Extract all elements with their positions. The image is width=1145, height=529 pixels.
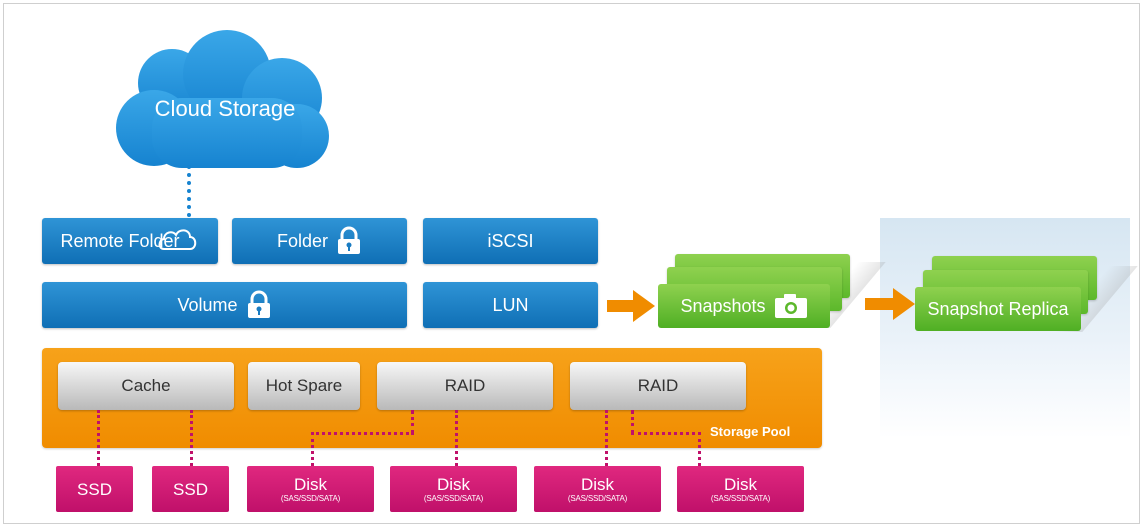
cloud-label: Cloud Storage <box>154 96 296 121</box>
lock-icon <box>338 226 361 254</box>
diagram-frame <box>3 3 1140 524</box>
ssd-label: SSD <box>77 479 112 499</box>
lun-box: LUN <box>423 282 598 328</box>
disk-sub-label: (SAS/SSD/SATA) <box>423 493 484 503</box>
disk-drive: Disk (SAS/SSD/SATA) <box>390 466 517 512</box>
ssd-label: SSD <box>173 479 208 499</box>
disk-drive: Disk (SAS/SSD/SATA) <box>534 466 661 512</box>
folder-label: Folder <box>276 230 329 251</box>
cloud-connector <box>187 165 191 225</box>
snapshot-replica-box: Snapshot Replica <box>915 287 1081 331</box>
snapshots-label: Snapshots <box>680 295 766 316</box>
connector-raid1-disk1 <box>311 432 314 466</box>
lun-label: LUN <box>492 294 529 315</box>
connector-raid1-disk2 <box>455 410 458 466</box>
remote-folder-label: Remote Folder <box>60 230 180 251</box>
disk-label: Disk <box>723 474 758 494</box>
volume-box: Volume <box>42 282 407 328</box>
ssd-drive: SSD <box>152 466 229 512</box>
hot-spare-box: Hot Spare <box>248 362 360 410</box>
disk-drive: Disk (SAS/SSD/SATA) <box>247 466 374 512</box>
ssd-drive: SSD <box>56 466 133 512</box>
iscsi-label: iSCSI <box>487 230 534 251</box>
volume-label: Volume <box>177 294 238 315</box>
folder-box: Folder <box>232 218 407 264</box>
connector-raid2-disk4 <box>698 432 701 466</box>
connector-cache-ssd1 <box>97 410 100 466</box>
snapshots-box: Snapshots <box>658 284 830 328</box>
snapshot-replica-label: Snapshot Replica <box>927 298 1069 319</box>
connector-cache-ssd2 <box>190 410 193 466</box>
camera-icon <box>774 294 807 318</box>
disk-sub-label: (SAS/SSD/SATA) <box>710 493 771 503</box>
iscsi-box: iSCSI <box>423 218 598 264</box>
connector-raid2-vertical <box>631 410 634 434</box>
disk-drive: Disk (SAS/SSD/SATA) <box>677 466 804 512</box>
connector-raid2-horizontal <box>631 432 701 435</box>
lock-icon <box>247 290 270 318</box>
cloud-outline-icon <box>158 229 196 250</box>
arrow-right-icon <box>607 290 655 322</box>
cache-label: Cache <box>121 376 171 395</box>
connector-raid1-vertical <box>411 410 414 434</box>
disk-sub-label: (SAS/SSD/SATA) <box>280 493 341 503</box>
raid-label-2: RAID <box>637 376 679 395</box>
disk-label: Disk <box>436 474 471 494</box>
raid-label-1: RAID <box>444 376 486 395</box>
cloud-icon <box>116 30 329 168</box>
arrow-right-icon <box>865 288 915 320</box>
raid-box-1: RAID <box>377 362 553 410</box>
connector-raid1-horizontal <box>311 432 414 435</box>
remote-folder-box: Remote Folder <box>42 218 218 264</box>
storage-pool-label: Storage Pool <box>710 424 791 439</box>
disk-label: Disk <box>293 474 328 494</box>
disk-sub-label: (SAS/SSD/SATA) <box>567 493 628 503</box>
raid-box-2: RAID <box>570 362 746 410</box>
hot-spare-label: Hot Spare <box>265 376 343 395</box>
disk-label: Disk <box>580 474 615 494</box>
cache-box: Cache <box>58 362 234 410</box>
connector-raid2-disk3 <box>605 410 608 466</box>
